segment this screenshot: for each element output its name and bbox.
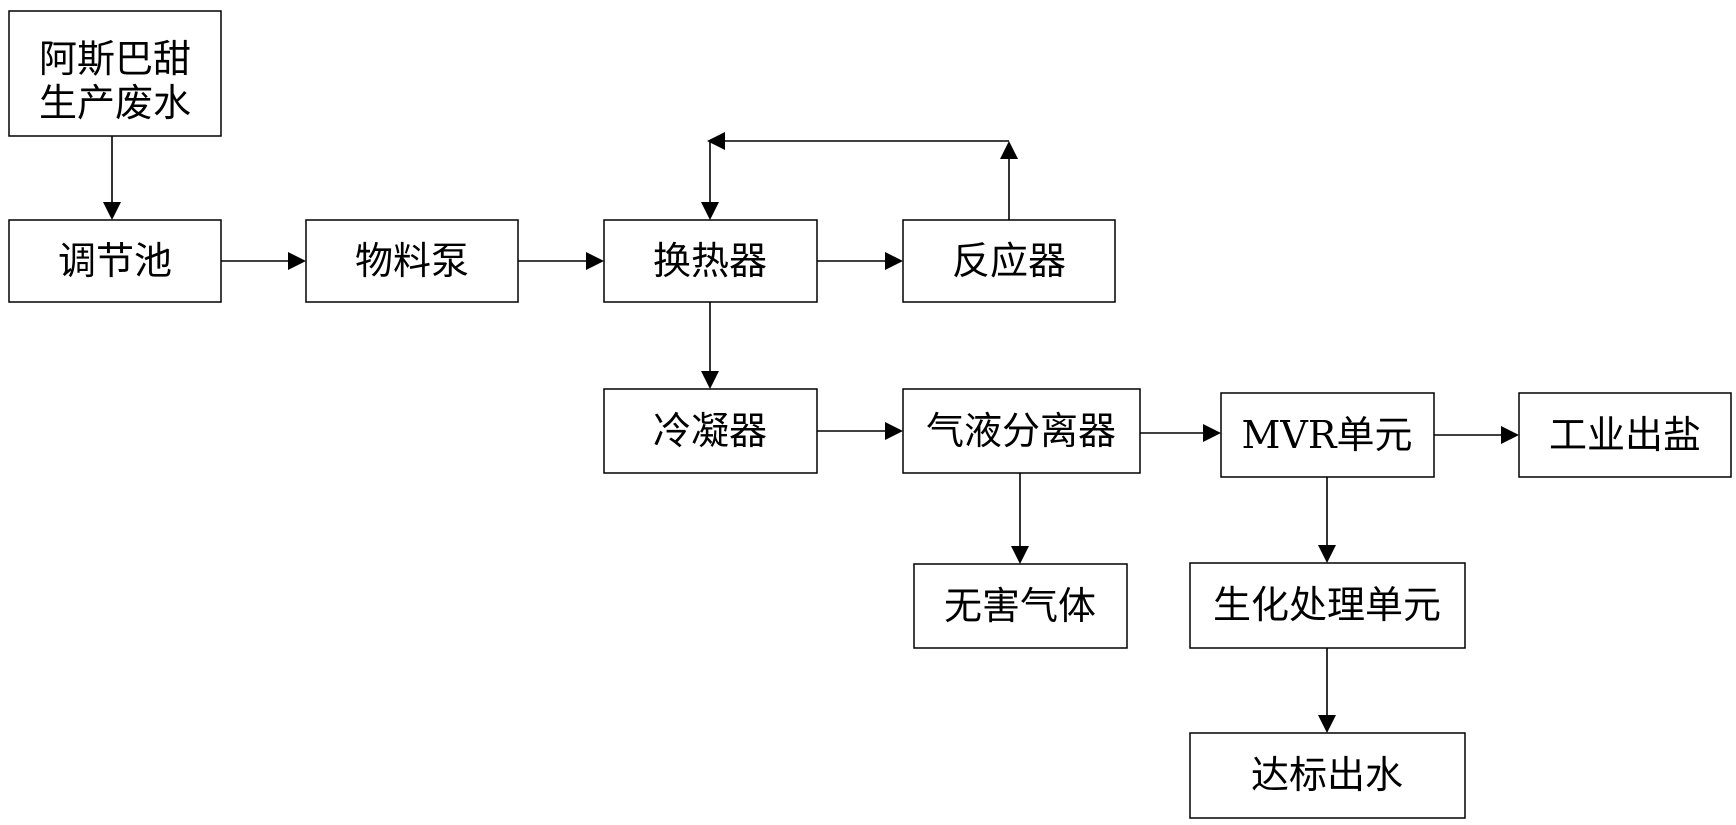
node-material-pump-label: 物料泵 <box>355 239 469 283</box>
node-industrial-salt: 工业出盐 <box>1518 392 1732 478</box>
arrow-heat-exchanger-to-condenser <box>701 302 719 389</box>
node-mvr-unit-label: MVR单元 <box>1242 413 1413 457</box>
arrow-mvr-to-biochemical-unit <box>1318 477 1336 563</box>
arrow-reactor-loop-to-heat-exchanger <box>701 132 1018 220</box>
node-mvr-unit: MVR单元 <box>1220 392 1435 478</box>
node-material-pump: 物料泵 <box>305 219 519 303</box>
node-regulating-tank: 调节池 <box>8 219 222 303</box>
node-heat-exchanger: 换热器 <box>603 219 818 303</box>
arrow-condenser-to-separator <box>817 422 903 440</box>
arrow-material-pump-to-heat-exchanger <box>518 252 604 270</box>
node-discharge-water-label: 达标出水 <box>1251 753 1403 797</box>
node-condenser: 冷凝器 <box>603 388 818 474</box>
node-reactor: 反应器 <box>902 219 1116 303</box>
node-gas-liquid-separator: 气液分离器 <box>902 388 1141 474</box>
arrow-mvr-to-industrial-salt <box>1434 426 1519 444</box>
arrow-separator-to-mvr <box>1140 424 1221 442</box>
arrow-wastewater-to-regulating-tank <box>103 136 121 220</box>
node-heat-exchanger-label: 换热器 <box>653 239 767 283</box>
node-biochemical-unit-label: 生化处理单元 <box>1213 583 1441 627</box>
node-wastewater-line2: 生产废水 <box>39 81 191 125</box>
node-industrial-salt-label: 工业出盐 <box>1549 413 1701 457</box>
arrow-biochemical-to-discharge-water <box>1318 648 1336 733</box>
arrow-regulating-tank-to-material-pump <box>221 252 306 270</box>
node-biochemical-unit: 生化处理单元 <box>1189 562 1466 649</box>
node-wastewater-line1: 阿斯巴甜 <box>39 37 191 81</box>
arrow-separator-to-harmless-gas <box>1011 473 1029 564</box>
node-wastewater: 阿斯巴甜 生产废水 <box>8 10 222 137</box>
node-reactor-label: 反应器 <box>952 239 1066 283</box>
node-condenser-label: 冷凝器 <box>653 409 767 453</box>
arrow-heat-exchanger-to-reactor <box>817 252 903 270</box>
node-gas-liquid-separator-label: 气液分离器 <box>926 409 1116 453</box>
node-harmless-gas: 无害气体 <box>913 563 1128 649</box>
node-discharge-water: 达标出水 <box>1189 732 1466 819</box>
node-regulating-tank-label: 调节池 <box>58 239 172 283</box>
node-harmless-gas-label: 无害气体 <box>944 584 1096 628</box>
